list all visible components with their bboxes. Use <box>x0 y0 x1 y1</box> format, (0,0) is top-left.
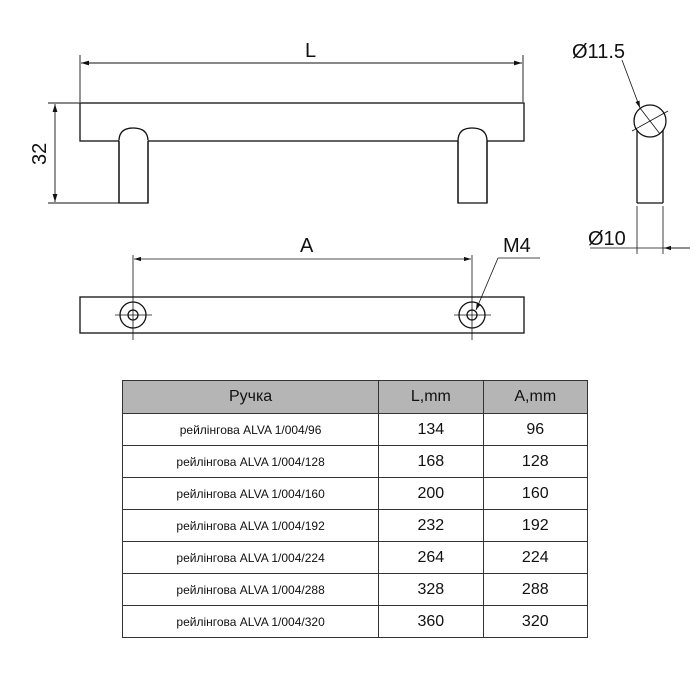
dim-A-label: A <box>300 235 314 257</box>
left-leg <box>118 127 149 204</box>
cell-name: рейлінгова ALVA 1/004/128 <box>121 445 380 478</box>
front-view <box>79 102 525 204</box>
cell-L: 264 <box>378 541 484 574</box>
header-name: Ручка <box>121 380 380 414</box>
dim-32-label: 32 <box>29 143 51 165</box>
cell-A: 96 <box>482 413 589 446</box>
right-leg <box>457 127 488 204</box>
cell-A: 224 <box>482 541 589 574</box>
dim-L <box>79 55 524 102</box>
dim-d10-label: Ø10 <box>588 228 626 250</box>
cell-name: рейлінгова ALVA 1/004/192 <box>121 509 380 542</box>
header-L: L,mm <box>378 380 484 414</box>
cell-A: 320 <box>482 605 589 638</box>
cell-A: 160 <box>482 477 589 510</box>
cell-L: 360 <box>378 605 484 638</box>
dim-M4-label: M4 <box>503 235 531 257</box>
cell-name: рейлінгова ALVA 1/004/96 <box>121 413 380 446</box>
dim-32 <box>48 102 119 204</box>
header-A: A,mm <box>482 380 589 414</box>
spec-table: Ручка L,mm A,mm рейлінгова ALVA 1/004/96… <box>121 380 589 638</box>
dim-L-label: L <box>305 40 316 62</box>
cell-name: рейлінгова ALVA 1/004/320 <box>121 605 380 638</box>
top-view <box>79 296 525 334</box>
cell-L: 134 <box>378 413 484 446</box>
cell-A: 288 <box>482 573 589 606</box>
cell-A: 128 <box>482 445 589 478</box>
cell-L: 328 <box>378 573 484 606</box>
cell-name: рейлінгова ALVA 1/004/224 <box>121 541 380 574</box>
table-row: рейлінгова ALVA 1/004/160 200 160 <box>121 477 589 510</box>
table-row: рейлінгова ALVA 1/004/192 232 192 <box>121 509 589 542</box>
cell-name: рейлінгова ALVA 1/004/160 <box>121 477 380 510</box>
dim-d115-label: Ø11.5 <box>572 41 625 63</box>
cell-L: 200 <box>378 477 484 510</box>
cell-L: 168 <box>378 445 484 478</box>
top-bar <box>79 296 525 334</box>
table-row: рейлінгова ALVA 1/004/320 360 320 <box>121 605 589 638</box>
table-row: рейлінгова ALVA 1/004/128 168 128 <box>121 445 589 478</box>
table-row: рейлінгова ALVA 1/004/288 328 288 <box>121 573 589 606</box>
handle-bar <box>79 102 525 142</box>
cell-name: рейлінгова ALVA 1/004/288 <box>121 573 380 606</box>
cell-L: 232 <box>378 509 484 542</box>
table-header-row: Ручка L,mm A,mm <box>121 380 589 414</box>
table-row: рейлінгова ALVA 1/004/96 134 96 <box>121 413 589 446</box>
cell-A: 192 <box>482 509 589 542</box>
table-row: рейлінгова ALVA 1/004/224 264 224 <box>121 541 589 574</box>
side-view <box>633 104 667 204</box>
